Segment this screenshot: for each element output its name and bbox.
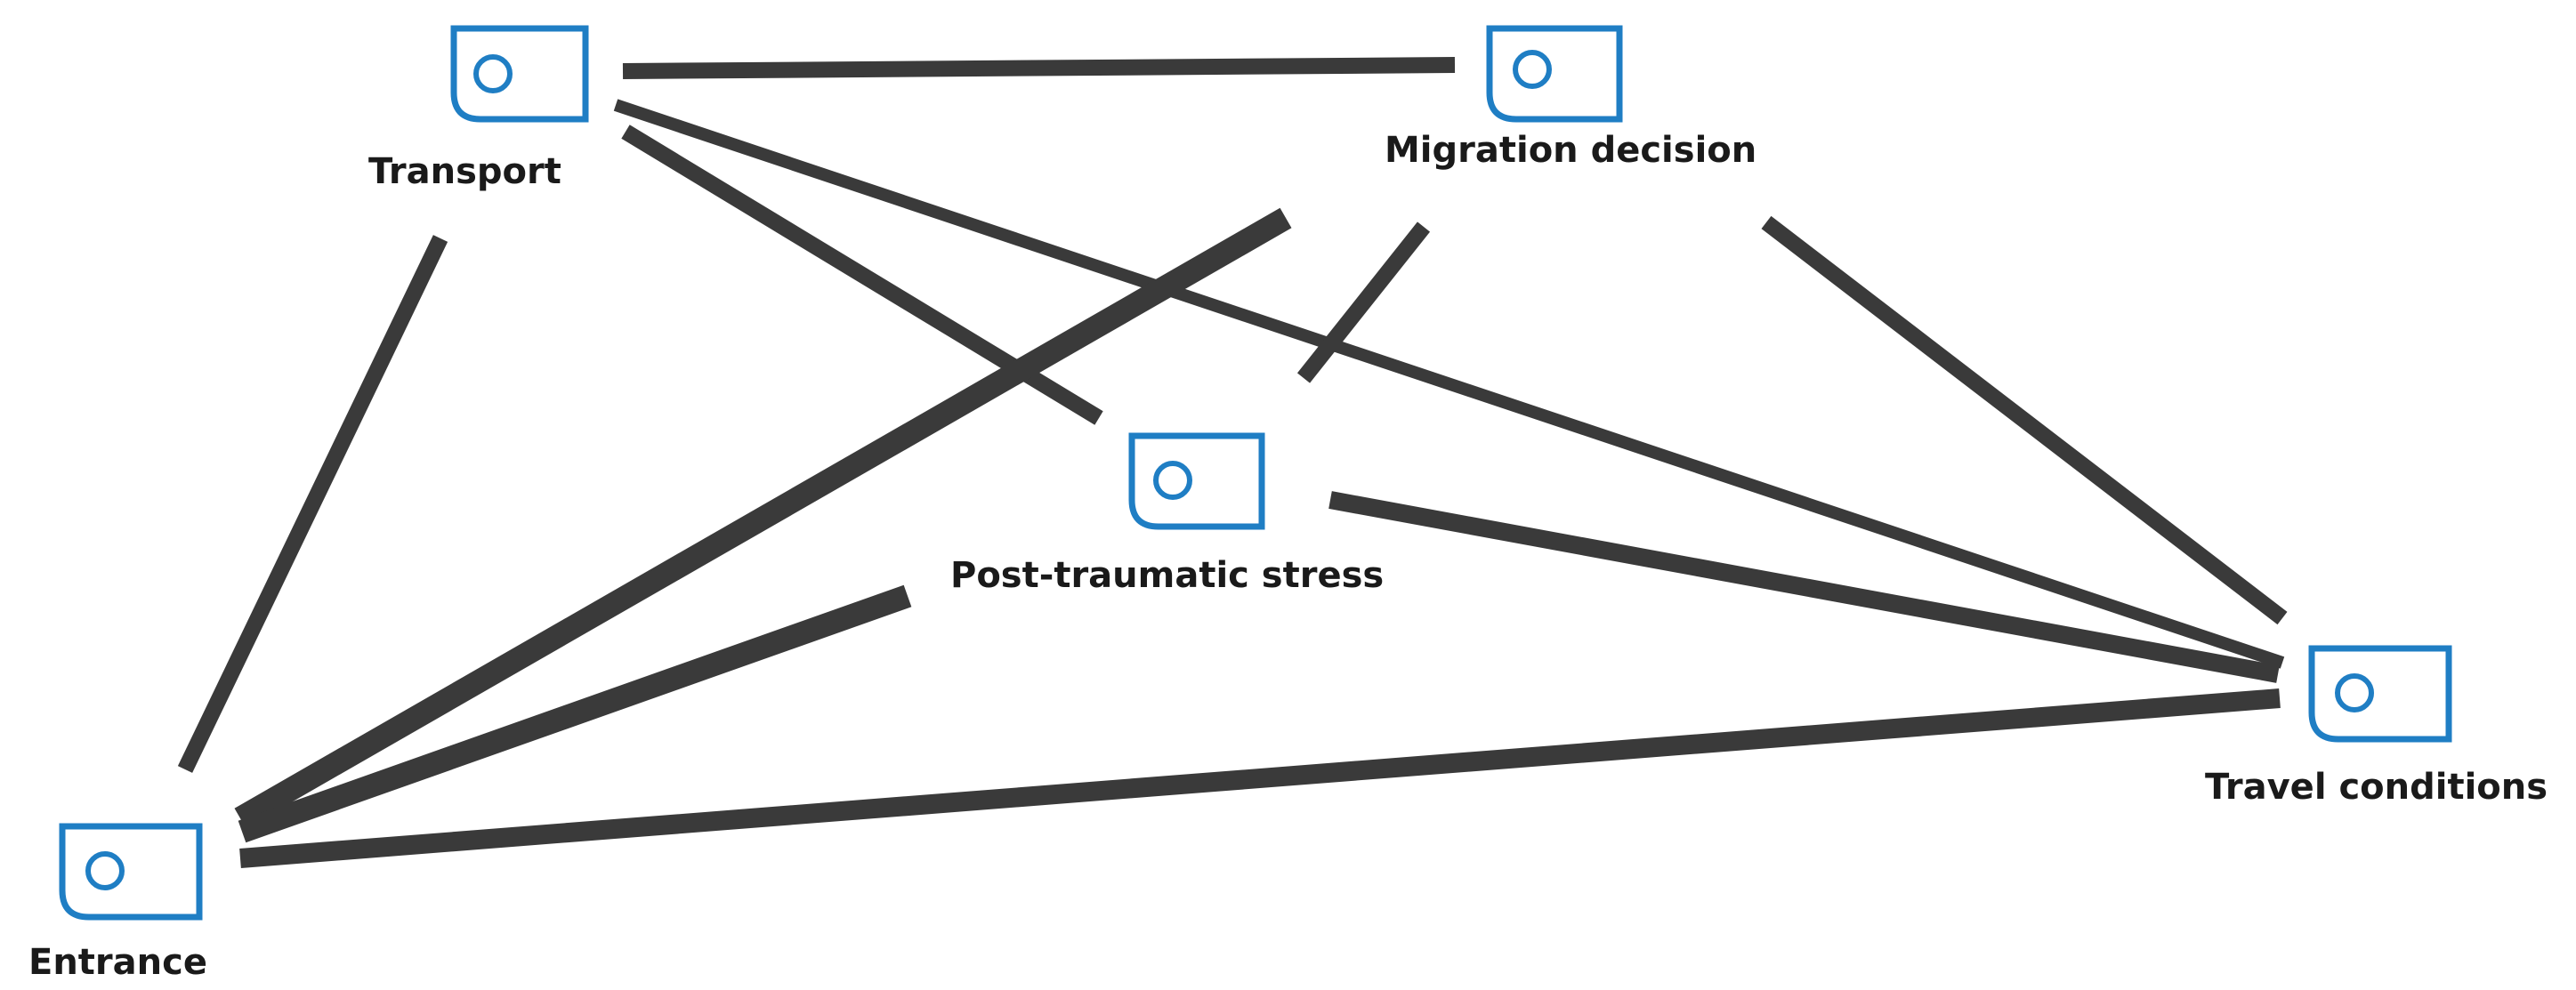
node-transport[interactable]: [450, 25, 589, 123]
edge-migration-travel: [1761, 215, 2288, 625]
node-label-transport: Transport: [368, 151, 561, 192]
edges: [177, 57, 2288, 868]
edge-ptsd-entrance: [238, 584, 912, 843]
node-tag-icon: [59, 823, 203, 921]
node-tag-icon: [450, 25, 589, 123]
node-label-travel-conditions: Travel conditions: [2205, 767, 2548, 808]
node-label-post-traumatic-stress: Post-traumatic stress: [950, 555, 1384, 596]
node-post-traumatic-stress[interactable]: [1128, 432, 1265, 530]
node-travel-conditions[interactable]: [2308, 645, 2452, 743]
node-tag-icon: [1486, 25, 1623, 123]
edge-migration-ptsd: [1296, 221, 1431, 383]
node-tag-icon: [2308, 645, 2452, 743]
edge-transport-entrance: [177, 235, 448, 773]
edge-ptsd-travel: [1328, 491, 2280, 683]
node-label-entrance: Entrance: [28, 942, 207, 983]
edge-transport-travel: [613, 99, 2285, 669]
node-entrance[interactable]: [59, 823, 203, 921]
node-migration-decision[interactable]: [1486, 25, 1623, 123]
edge-transport-migration: [622, 57, 1456, 79]
edge-migration-entrance: [234, 207, 1292, 829]
edge-entrance-travel: [239, 688, 2281, 868]
node-label-migration-decision: Migration decision: [1385, 130, 1756, 171]
node-tag-icon: [1128, 432, 1265, 530]
